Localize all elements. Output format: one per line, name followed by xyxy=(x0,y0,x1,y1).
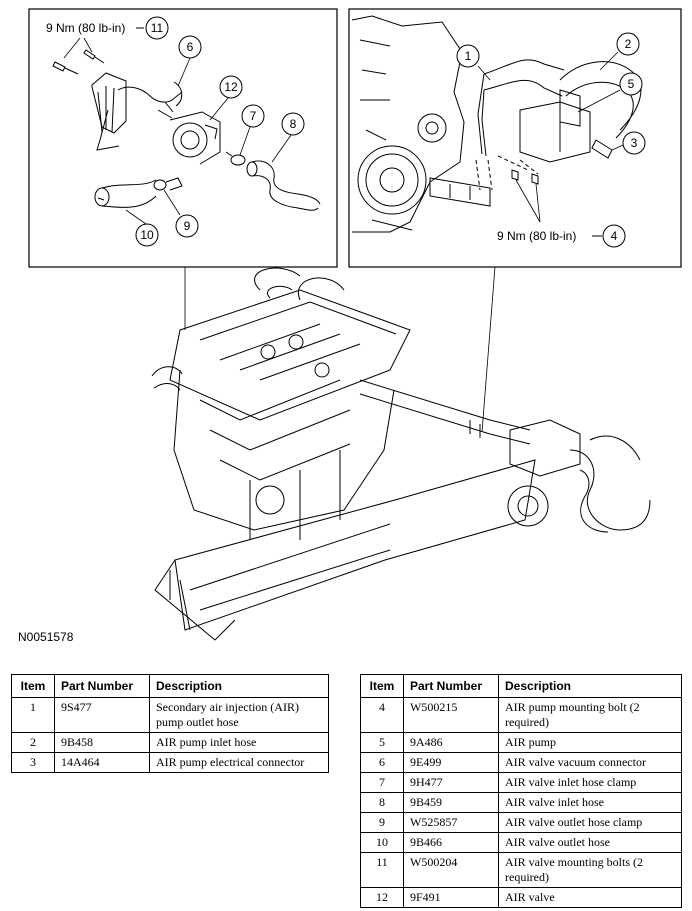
description-cell: Secondary air injection (AIR) pump outle… xyxy=(149,697,329,733)
part-number-cell: W500215 xyxy=(403,697,499,733)
description-cell: AIR pump xyxy=(498,732,682,753)
part-number-cell: 14A464 xyxy=(54,752,150,773)
svg-text:8: 8 xyxy=(290,117,297,131)
item-cell: 5 xyxy=(360,732,404,753)
col-item: Item xyxy=(360,674,404,698)
callout-12: 12 xyxy=(209,75,243,121)
description-cell: AIR valve outlet hose clamp xyxy=(498,812,682,833)
item-cell: 9 xyxy=(360,812,404,833)
svg-text:7: 7 xyxy=(250,109,257,123)
callout-6: 6 xyxy=(177,35,202,87)
part-number-cell: 9B458 xyxy=(54,732,150,753)
col-description: Description xyxy=(498,674,682,698)
air-pump-detail-drawing xyxy=(351,15,642,233)
item-cell: 10 xyxy=(360,832,404,853)
part-number-cell: 9B466 xyxy=(403,832,499,853)
item-cell: 11 xyxy=(360,852,404,888)
svg-text:2: 2 xyxy=(625,37,632,51)
callout-11: 11 xyxy=(145,16,169,40)
svg-text:6: 6 xyxy=(187,40,194,54)
description-cell: AIR valve xyxy=(498,887,682,908)
callout-4: 4 xyxy=(515,179,626,248)
description-cell: AIR valve mounting bolts (2 required) xyxy=(498,852,682,888)
callout-7: 7 xyxy=(239,104,265,156)
part-number-cell: 9E499 xyxy=(403,752,499,773)
col-part-number: Part Number xyxy=(54,674,150,698)
svg-text:9: 9 xyxy=(184,219,191,233)
col-part-number: Part Number xyxy=(403,674,499,698)
col-description: Description xyxy=(149,674,329,698)
air-valve-detail-drawing xyxy=(52,49,321,211)
part-number-cell: W525857 xyxy=(403,812,499,833)
item-cell: 6 xyxy=(360,752,404,773)
description-cell: AIR pump inlet hose xyxy=(149,732,329,753)
description-cell: AIR valve inlet hose xyxy=(498,792,682,813)
callout-8: 8 xyxy=(271,112,305,163)
svg-text:3: 3 xyxy=(631,136,638,150)
callout-5: 5 xyxy=(577,72,643,113)
svg-text:10: 10 xyxy=(140,228,154,242)
description-cell: AIR valve vacuum connector xyxy=(498,752,682,773)
svg-text:4: 4 xyxy=(611,229,618,243)
part-number-cell: 9B459 xyxy=(403,792,499,813)
svg-text:12: 12 xyxy=(224,80,238,94)
callout-3: 3 xyxy=(611,131,646,155)
callout-2: 2 xyxy=(599,32,640,71)
part-number-cell: 9A486 xyxy=(403,732,499,753)
callout-9: 9 xyxy=(163,189,199,238)
item-cell: 4 xyxy=(360,697,404,733)
svg-text:11: 11 xyxy=(151,21,164,35)
svg-text:1: 1 xyxy=(465,49,472,63)
description-cell: AIR pump electrical connector xyxy=(149,752,329,773)
part-number-cell: 9H477 xyxy=(403,772,499,793)
item-cell: 1 xyxy=(11,697,55,733)
part-number-cell: 9S477 xyxy=(54,697,150,733)
callout-1: 1 xyxy=(456,44,491,81)
figure-id: N0051578 xyxy=(18,630,74,644)
exploded-view-figure: 9 Nm (80 lb-in) 11 6 12 7 8 9 10 xyxy=(18,8,682,644)
detail-box-air-valve xyxy=(28,8,338,268)
col-item: Item xyxy=(11,674,55,698)
item-cell: 3 xyxy=(11,752,55,773)
part-number-cell: W500204 xyxy=(403,852,499,888)
item-cell: 2 xyxy=(11,732,55,753)
engine-assembly-drawing xyxy=(151,267,651,641)
item-cell: 12 xyxy=(360,887,404,908)
description-cell: AIR valve inlet hose clamp xyxy=(498,772,682,793)
torque-label-left: 9 Nm (80 lb-in) xyxy=(46,21,125,35)
item-cell: 8 xyxy=(360,792,404,813)
description-cell: AIR pump mounting bolt (2 required) xyxy=(498,697,682,733)
part-number-cell: 9F491 xyxy=(403,887,499,908)
detail-box-air-pump xyxy=(348,8,682,268)
item-cell: 7 xyxy=(360,772,404,793)
description-cell: AIR valve outlet hose xyxy=(498,832,682,853)
callout-10: 10 xyxy=(125,209,159,247)
svg-text:5: 5 xyxy=(628,77,635,91)
torque-label-right: 9 Nm (80 lb-in) xyxy=(497,229,576,243)
